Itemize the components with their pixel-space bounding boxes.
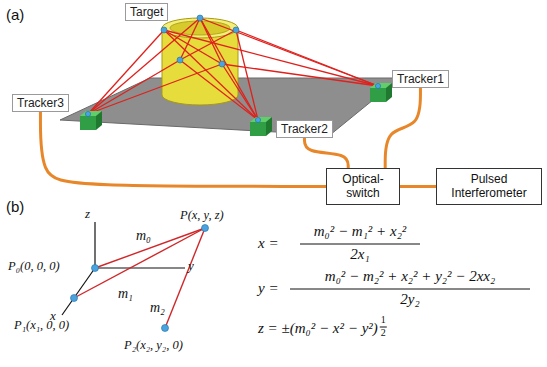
reflector-dot <box>85 15 380 123</box>
exponent: 1 <box>381 314 386 325</box>
target-tag: Target <box>125 3 168 21</box>
equation-part: x = <box>258 235 279 252</box>
node-text: Tracker1 <box>397 72 444 86</box>
distance-name: m₂ <box>150 300 165 316</box>
denominator: 2x₁ <box>350 246 369 263</box>
panel-letter: (a) <box>6 6 24 23</box>
point-name: P(x, y, z) <box>180 208 224 223</box>
optical-fiber <box>385 88 420 168</box>
distance-name: m₁ <box>118 286 133 302</box>
tracker-cube <box>250 117 272 136</box>
axis-name: y <box>188 258 194 274</box>
fraction-bar <box>290 244 530 327</box>
point-name: P₂(x₂, y₂, 0) <box>124 338 183 353</box>
optical-fiber <box>304 138 348 168</box>
point-name: P₁(x₁, 0, 0) <box>14 318 69 333</box>
node-text: Pulsed Interferometer <box>443 172 535 201</box>
node-text: Tracker3 <box>17 96 64 110</box>
exponent: 2 <box>381 327 386 338</box>
tracker-cube <box>80 111 102 130</box>
device-box: Optical-switch <box>326 168 400 205</box>
tracker-tag: Tracker2 <box>276 120 333 138</box>
laser-lines <box>88 18 378 120</box>
panel-letter: (b) <box>6 198 24 215</box>
node-text: Tracker2 <box>281 122 328 136</box>
denominator: 2y₂ <box>400 291 419 308</box>
distance-name: m₀ <box>136 228 151 244</box>
node-text: Optical-switch <box>333 172 393 201</box>
equation-part: z = ±(m₀² − x² − y²) <box>258 320 378 337</box>
distance-line <box>74 228 205 328</box>
axis <box>62 222 185 315</box>
target-cylinder <box>162 18 238 105</box>
axis-name: z <box>85 206 90 222</box>
tracker-tag: Tracker3 <box>12 94 69 112</box>
tracker-tag: Tracker1 <box>392 70 449 88</box>
device-box: Pulsed Interferometer <box>436 168 542 205</box>
point-dot <box>71 225 209 332</box>
numerator: m₀² − m₂² + x₂² + y₂² − 2xx₂ <box>325 268 495 285</box>
equation-part: y = <box>258 280 279 297</box>
point-name: P₀(0, 0, 0) <box>8 259 60 274</box>
numerator: m₀² − m₁² + x₂² <box>314 223 407 240</box>
optical-fiber <box>400 185 436 188</box>
node-text: Target <box>130 5 163 19</box>
tracker-cube <box>370 83 392 102</box>
